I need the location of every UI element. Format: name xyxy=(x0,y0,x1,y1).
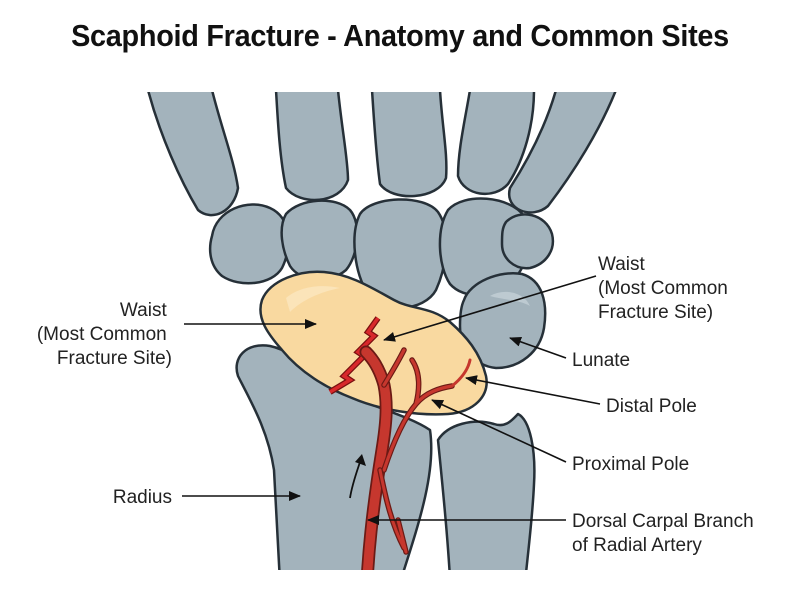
artery-line: of Radial Artery xyxy=(572,535,702,556)
lunate-bone xyxy=(458,271,547,370)
radius-label: Radius xyxy=(113,487,172,508)
trapezium-bone xyxy=(208,203,290,285)
trapezoid-bone xyxy=(280,199,359,281)
lunate-label: Lunate xyxy=(572,350,630,371)
capitate-bone xyxy=(353,198,448,309)
waist-right-line: (Most Common xyxy=(598,278,728,299)
waist-right-leader xyxy=(383,275,597,342)
metacarpal-bone xyxy=(456,92,536,196)
proximal-pole-label: Proximal Pole xyxy=(572,454,689,475)
lunate-leader xyxy=(509,336,567,359)
lunate-highlight xyxy=(490,291,530,306)
ulna-bone xyxy=(436,412,536,570)
distal-pole-leader xyxy=(465,375,601,405)
waist-left-label: Waist (Most Common Fracture Site) xyxy=(37,300,172,369)
proximal-pole-leader xyxy=(431,399,567,463)
artery-label: Dorsal Carpal Branch of Radial Artery xyxy=(572,511,759,556)
blood-flow-arrow xyxy=(349,454,366,499)
distal-pole-label: Distal Pole xyxy=(606,396,697,417)
waist-left-line: (Most Common xyxy=(37,324,167,345)
waist-right-label: Waist (Most Common Fracture Site) xyxy=(598,254,733,323)
scaphoid-highlight xyxy=(286,286,340,312)
scaphoid-bone xyxy=(259,270,488,416)
waist-right-line: Fracture Site) xyxy=(598,302,713,323)
diagram-title: Scaphoid Fracture - Anatomy and Common S… xyxy=(71,18,729,53)
waist-left-line: Waist xyxy=(120,300,168,321)
artery-line: Dorsal Carpal Branch xyxy=(572,511,754,532)
metacarpal-bone xyxy=(274,92,350,202)
metacarpal-bone xyxy=(370,92,448,198)
waist-left-line: Fracture Site) xyxy=(57,348,172,369)
radial-artery xyxy=(359,345,472,570)
metacarpal-bone xyxy=(507,92,617,214)
metacarpal-bone xyxy=(147,92,240,217)
hook-bone xyxy=(500,213,555,270)
waist-right-line: Waist xyxy=(598,254,646,275)
